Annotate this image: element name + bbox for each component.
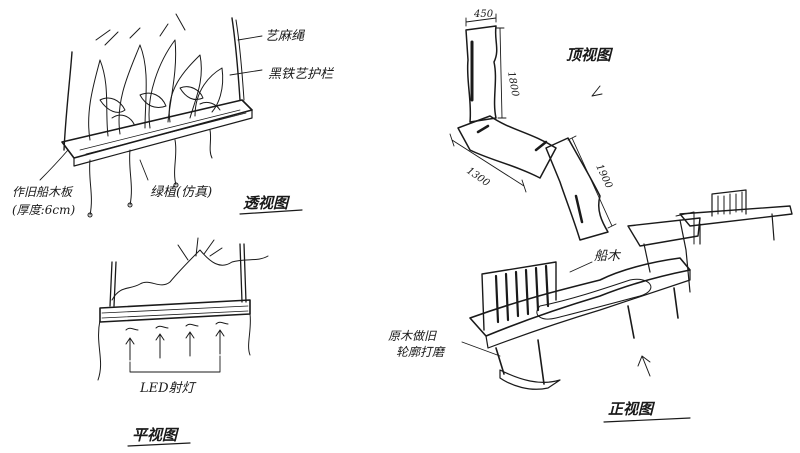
desk-perspective: 船木 原木做旧 轮廓打磨 正视图 xyxy=(388,189,793,423)
top-view-dimensions xyxy=(449,13,617,229)
desk-far-backrest xyxy=(711,189,747,217)
desk-main-top xyxy=(469,257,691,337)
desk-far-top xyxy=(679,205,793,227)
title-elevation-view: 平视图 xyxy=(132,426,180,444)
plant-board xyxy=(61,99,253,159)
dim-length-c: 1900 xyxy=(593,163,614,191)
dim-length-a: 1800 xyxy=(505,71,520,99)
leader-boat-wood xyxy=(569,261,593,273)
dim-width-top: 450 xyxy=(473,9,494,20)
elevation-rope-right xyxy=(239,243,247,303)
underline-perspective xyxy=(239,209,303,215)
leader-rope xyxy=(237,35,263,41)
desk-main-backrest xyxy=(481,261,557,331)
arrow-top-view xyxy=(591,85,603,97)
led-light-arrows xyxy=(125,321,229,361)
top-slab-upper xyxy=(465,25,498,123)
top-slab-middle xyxy=(457,115,557,179)
label-greenery: 绿植(仿真) xyxy=(150,185,212,200)
desk-main-backrest-slats xyxy=(494,264,550,324)
desk-main-river-grain xyxy=(536,278,652,320)
rope-right xyxy=(231,17,241,101)
elevation-rope-left xyxy=(109,261,117,307)
hanging-vines xyxy=(87,129,213,218)
dim-length-b: 1300 xyxy=(464,165,492,189)
planter-elevation: LED射灯 平视图 xyxy=(97,237,269,447)
label-old-wood-legs: 原木做旧 xyxy=(388,329,437,343)
leader-greenery xyxy=(139,159,149,181)
title-axon-view: 正视图 xyxy=(608,400,656,418)
leader-old-wood xyxy=(461,341,501,357)
label-plant-bed-thickness: (厚度:6cm) xyxy=(12,203,75,217)
title-perspective-view: 透视图 xyxy=(243,194,291,212)
label-plant-bed: 作旧船木板 xyxy=(12,185,74,199)
greenery-sketch xyxy=(88,13,224,141)
leader-board xyxy=(39,149,69,181)
rope-left xyxy=(63,51,73,151)
label-black-iron-guard: 黑铁艺护栏 xyxy=(268,67,335,82)
top-slab-lower xyxy=(545,137,609,241)
label-rope: 艺麻绳 xyxy=(265,29,306,44)
desk-top-view: 450 1800 1300 1900 顶视图 xyxy=(449,9,617,241)
label-led-light: LED射灯 xyxy=(139,381,197,396)
underline-elevation xyxy=(127,442,191,447)
label-boat-wood-top: 船木 xyxy=(594,249,622,264)
label-legs-detail: 轮廓打磨 xyxy=(396,345,446,359)
arrow-axon-view xyxy=(637,355,651,377)
title-top-view: 顶视图 xyxy=(566,46,614,64)
underline-axon xyxy=(603,417,691,423)
elevation-board xyxy=(99,299,251,323)
desk-middle-top xyxy=(627,217,701,247)
desk-main-legs xyxy=(495,287,679,385)
hanging-planter-perspective: 艺麻绳 黑铁艺护栏 作旧船木板 (厚度:6cm) 绿植(仿真) 透视图 xyxy=(12,13,335,218)
leader-guard xyxy=(229,69,263,76)
